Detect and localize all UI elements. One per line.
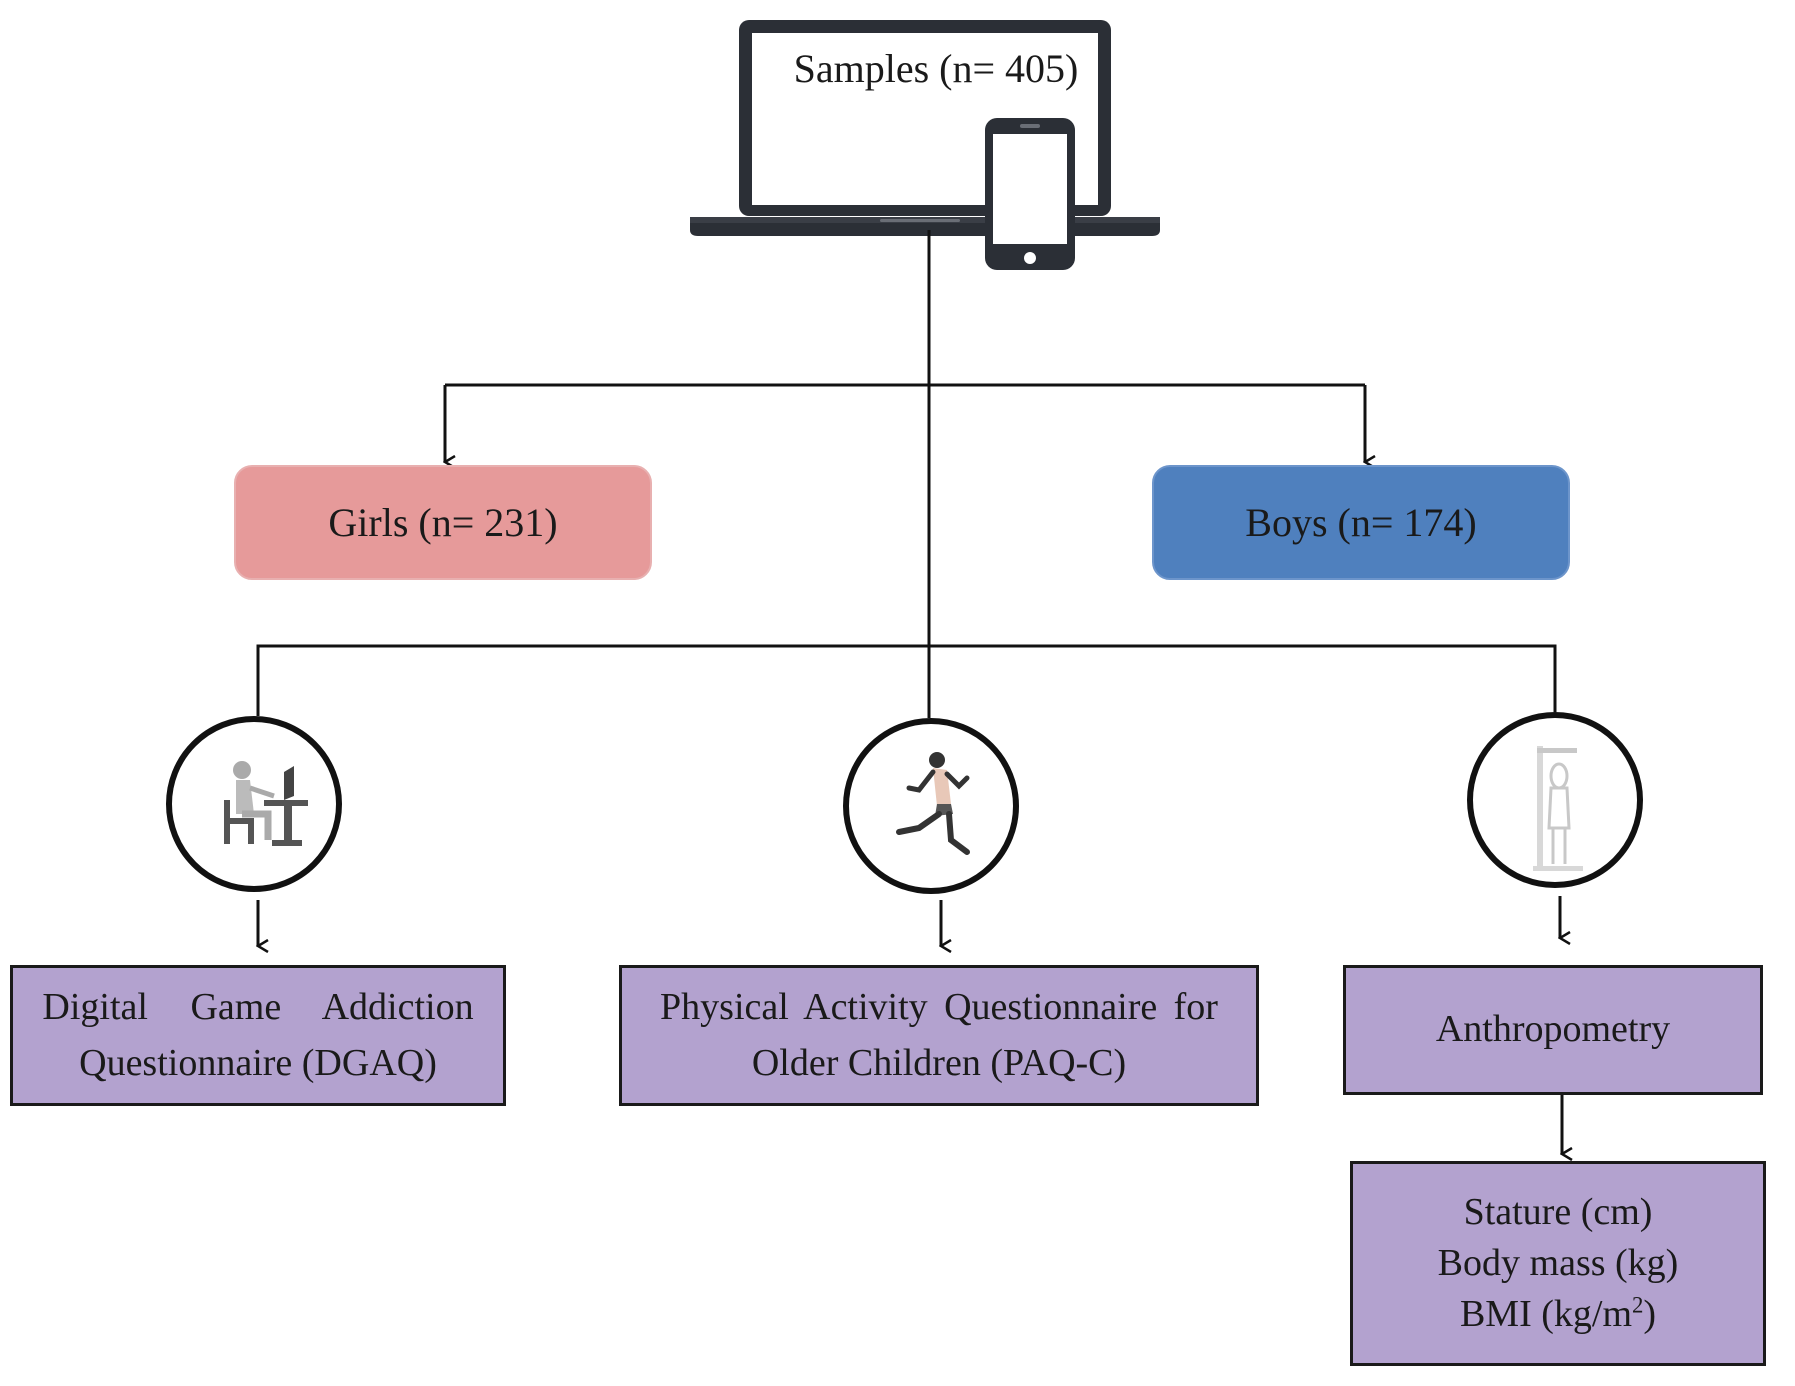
anthropometry-box: Anthropometry	[1343, 965, 1763, 1095]
dgaq-box: Digital Game Addiction Questionnaire (DG…	[10, 965, 506, 1106]
paq-c-line-2: Older Children (PAQ-C)	[751, 1041, 1127, 1084]
anthropometry-details-box: Stature (cm) Body mass (kg) BMI (kg/m2)	[1350, 1161, 1766, 1366]
dgaq-line-1: Digital Game Addiction	[42, 986, 474, 1029]
bmi-text: BMI (kg/m	[1459, 1293, 1632, 1336]
gaming-at-desk-icon	[166, 716, 342, 892]
dgaq-line-2: Questionnaire (DGAQ)	[79, 1041, 437, 1084]
smartphone-icon	[985, 118, 1075, 270]
bmi-close: )	[1643, 1293, 1657, 1336]
stature-label: Stature (cm)	[1463, 1190, 1653, 1233]
girls-group-box: Girls (n= 231)	[234, 465, 652, 580]
running-person-icon	[843, 718, 1019, 894]
bmi-label: BMI (kg/m2)	[1460, 1289, 1656, 1340]
boys-group-box: Boys (n= 174)	[1152, 465, 1570, 580]
anthropometry-label: Anthropometry	[1435, 1008, 1671, 1051]
girls-label: Girls (n= 231)	[328, 499, 558, 545]
root-label: Samples (n= 405)	[793, 46, 1079, 91]
stadiometer-icon	[1467, 712, 1643, 888]
bmi-superscript: 2	[1632, 1292, 1644, 1318]
paq-c-line-1: Physical Activity Questionnaire for	[660, 986, 1218, 1029]
paq-c-box: Physical Activity Questionnaire for Olde…	[619, 965, 1259, 1106]
body-mass-label: Body mass (kg)	[1437, 1241, 1679, 1284]
boys-label: Boys (n= 174)	[1245, 499, 1477, 545]
